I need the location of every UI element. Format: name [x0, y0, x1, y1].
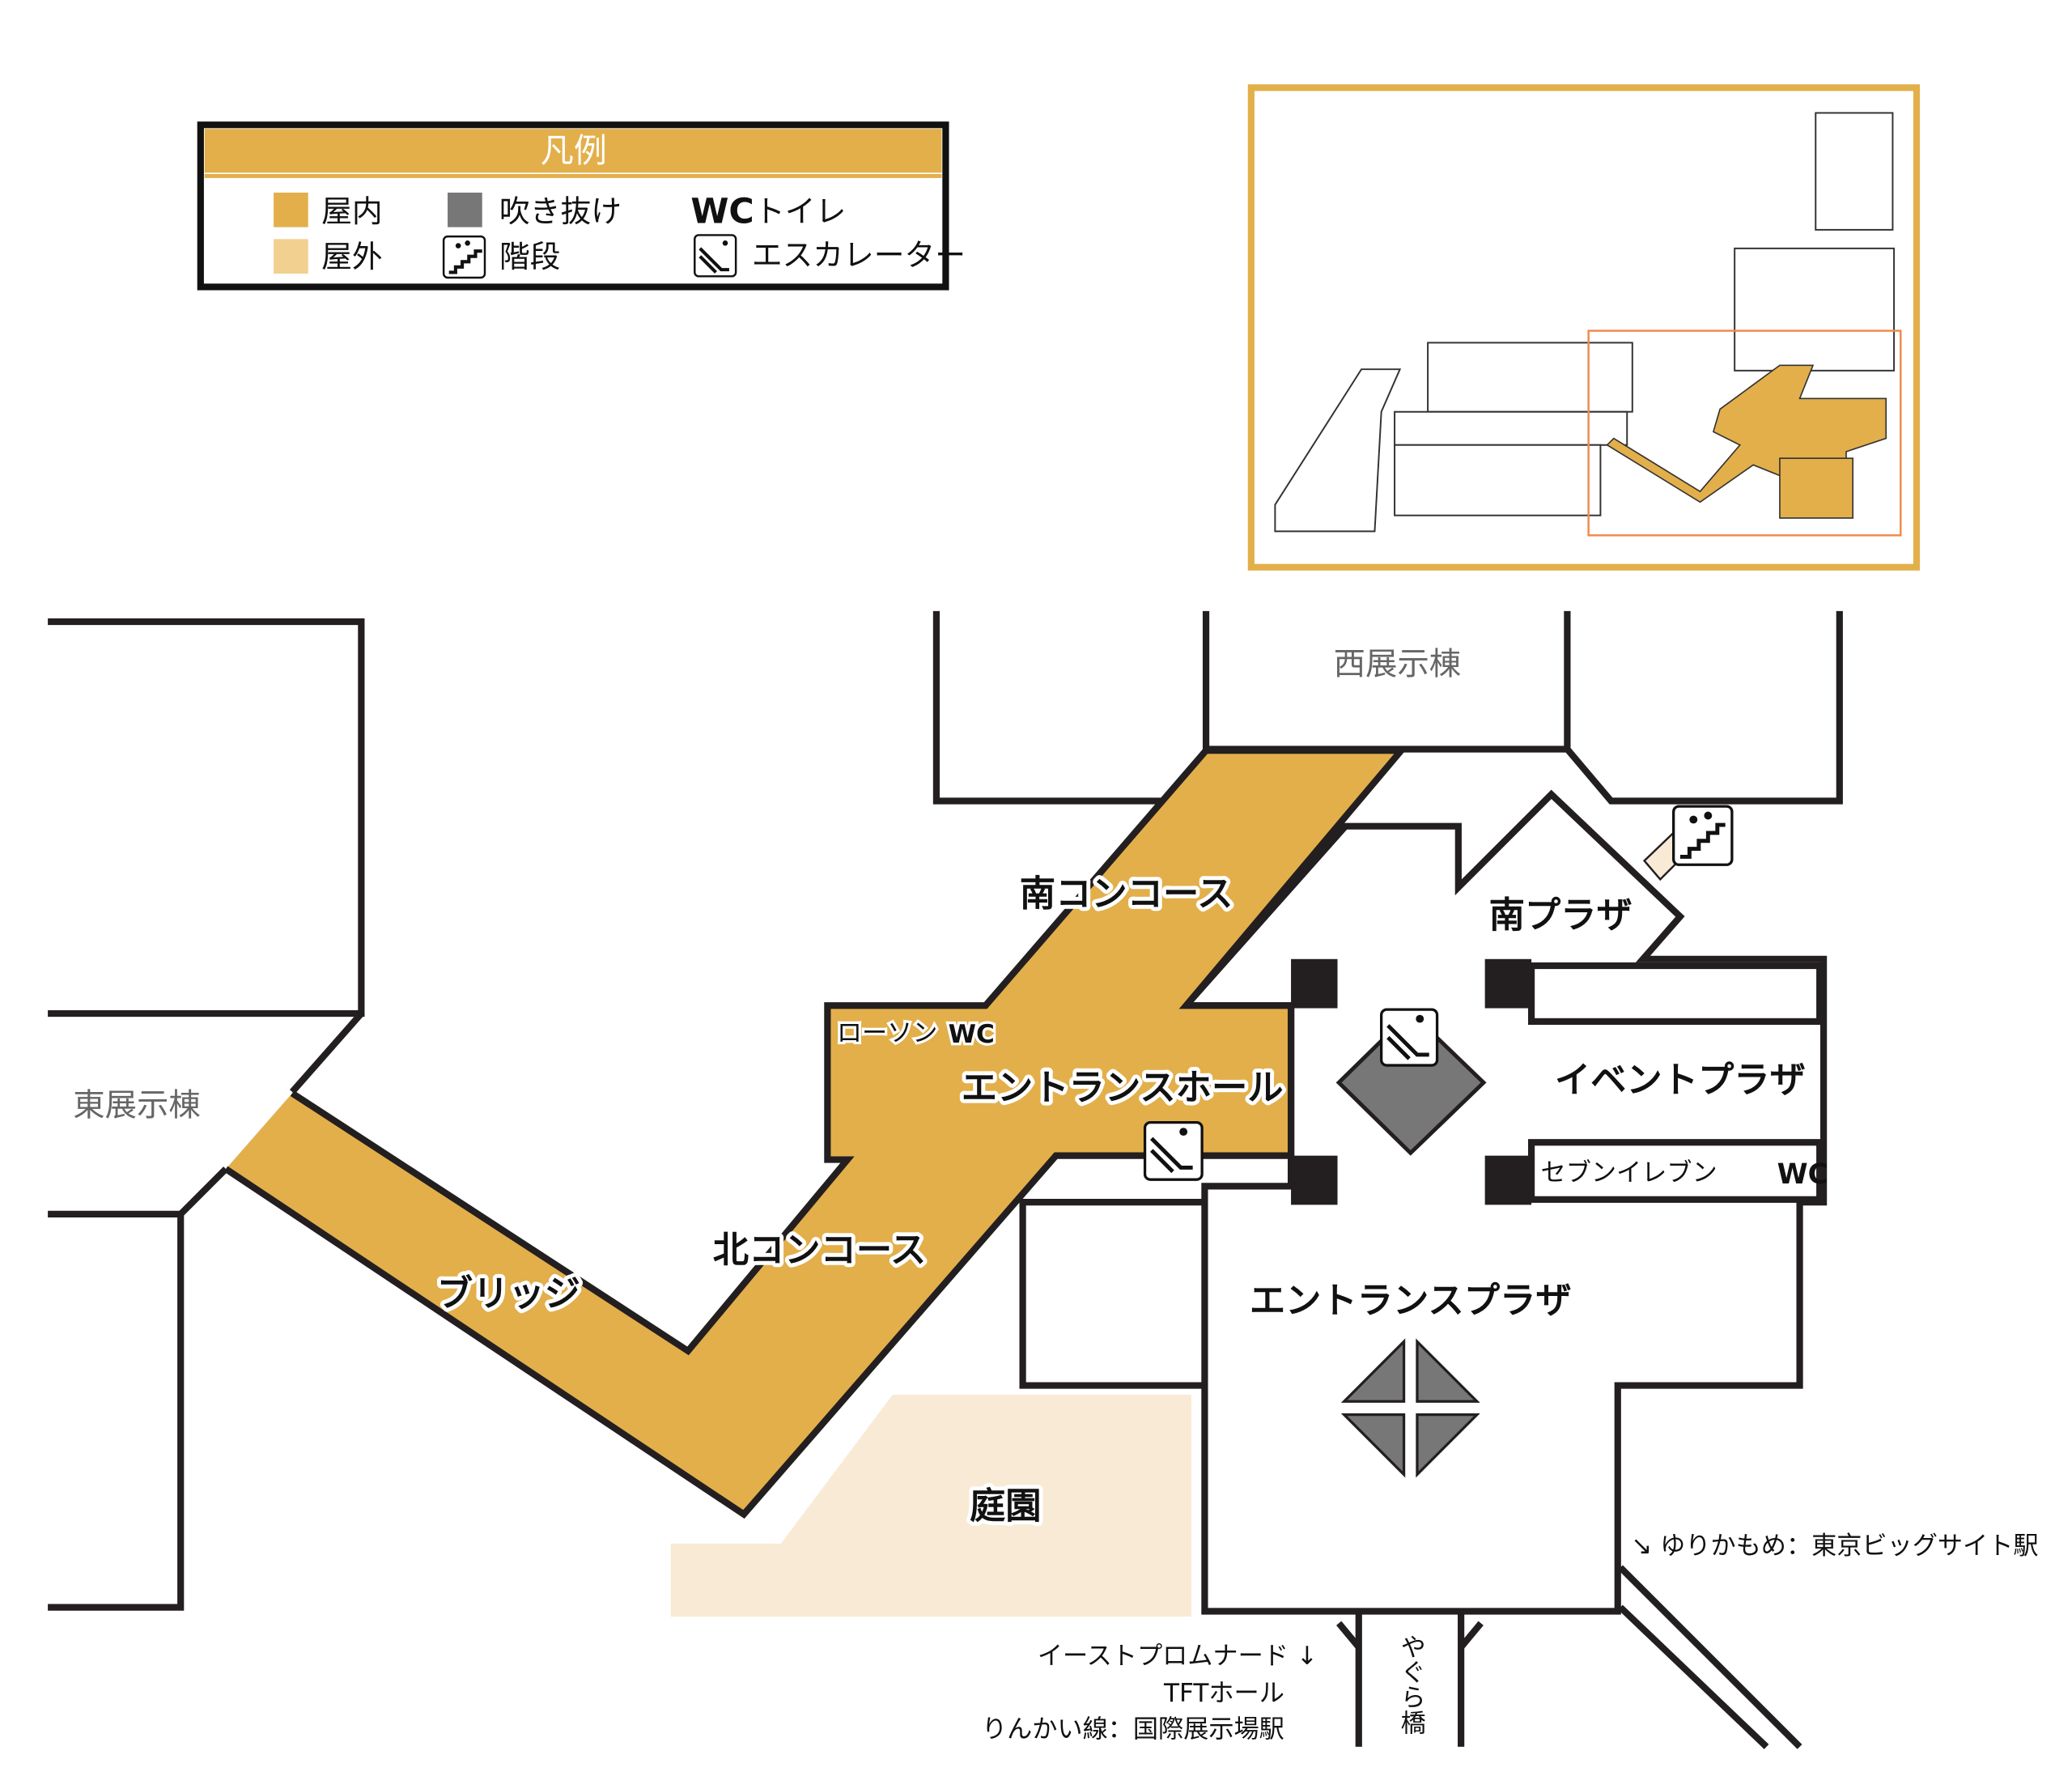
legend-label: 屋内: [321, 193, 382, 229]
yurikamome-direction: ↘ ゆりかもめ：東京ビッグサイト駅: [1631, 1532, 2038, 1561]
indoor-swatch: [274, 192, 308, 227]
legend-label: 吹き抜け: [499, 193, 622, 229]
legend-label: 屋外: [321, 239, 382, 274]
entrance-hall-label: エントランスホール: [962, 1068, 1284, 1109]
legend-label: 階段: [499, 239, 560, 274]
south-concourse-label: 南コンコース: [1020, 873, 1233, 915]
legend-label: エスカレーター: [752, 237, 966, 273]
pillar: [1484, 1155, 1532, 1205]
west-building: [932, 610, 1843, 805]
east-building-label: 東展示棟: [73, 1086, 201, 1124]
promenade-direction: イーストプロムナード ↓: [1038, 1642, 1318, 1671]
escalator-icon: [1380, 1008, 1439, 1067]
pillar: [1291, 1155, 1338, 1205]
side-room: [1019, 1198, 1205, 1389]
south-plaza-label: 南プラザ: [1489, 894, 1633, 936]
entrance-plaza-label: エントランスプラザ: [1250, 1280, 1572, 1321]
north-concourse-label: 北コンコース: [713, 1230, 927, 1271]
pillar: [1291, 958, 1338, 1009]
legend-title: 凡例: [541, 131, 607, 170]
escalator-icon: [1143, 1120, 1204, 1181]
garden-label: 庭園: [970, 1486, 1042, 1527]
wc-icon: WC: [690, 192, 754, 232]
garden-area: [670, 1395, 1191, 1617]
stairs-icon: [1672, 805, 1734, 866]
lawson-wc-label: WC: [949, 1020, 995, 1049]
legend-header: [204, 129, 942, 173]
legend-label: トイレ: [754, 193, 846, 229]
overview-minimap: [1247, 84, 1921, 571]
outdoor-swatch: [274, 239, 308, 274]
east-building: [48, 618, 365, 1611]
event-plaza-label: イベントプラザ: [1555, 1060, 1806, 1101]
yurikamome-rails: [1618, 1565, 1802, 1749]
lawson-label: ローソン: [837, 1019, 938, 1048]
event-plaza-room: [1527, 962, 1824, 1026]
atrium-void-triangles: [1340, 1338, 1480, 1478]
legend: 凡例 屋内 屋外 吹き抜け 階段 WC トイレ エスカレーター: [197, 121, 966, 291]
seven-eleven-wc-label: WC: [1777, 1158, 1828, 1191]
void-swatch: [448, 192, 482, 227]
escalator-icon: [694, 234, 737, 278]
seven-eleven-shop: [1527, 1139, 1824, 1203]
tft-hall-direction: TFTホール: [1163, 1679, 1284, 1708]
bridge-label: ブリッジ: [437, 1273, 580, 1315]
yagura-bridge-label: やぐら橋: [1396, 1634, 1426, 1735]
rinkai-direction: りんかい線：国際展示場駅: [982, 1714, 1284, 1744]
west-building-label: 西展示棟: [1334, 646, 1462, 683]
stairs-icon: [442, 235, 486, 279]
indoor-concourse: [225, 750, 1402, 1515]
seven-eleven-label: セブンイレブン: [1541, 1158, 1717, 1188]
yagura-bridge: [1335, 1613, 1484, 1747]
pillar: [1484, 958, 1532, 1009]
